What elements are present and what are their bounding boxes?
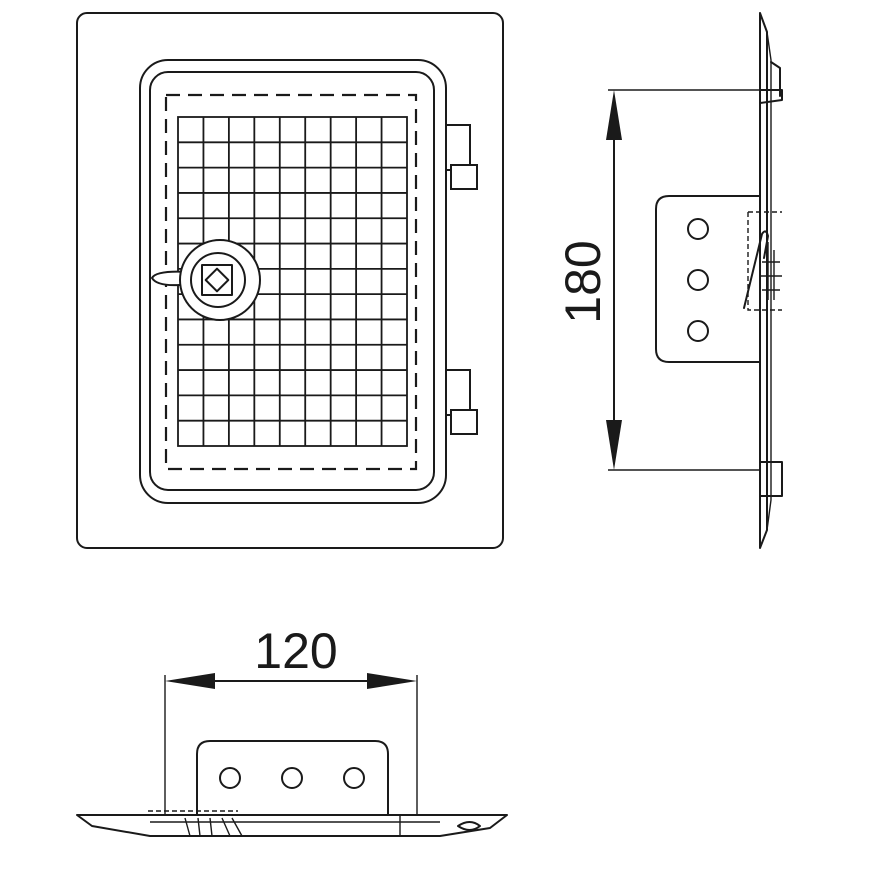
outer-frame [76, 12, 504, 549]
bottom-hole-1 [219, 767, 241, 789]
front-view [76, 12, 504, 549]
side-latch [743, 211, 782, 311]
bottom-hole-3 [343, 767, 365, 789]
bottom-plate [76, 814, 508, 837]
ventilation-grid [177, 116, 408, 447]
side-hole-3 [687, 320, 709, 342]
dimension-width: 120 [165, 623, 417, 689]
side-view: 180 [555, 12, 783, 549]
bottom-bracket [196, 740, 389, 816]
dimension-height-label: 180 [555, 240, 611, 323]
bottom-view: 120 [76, 623, 508, 837]
side-hole-1 [687, 218, 709, 240]
side-hole-2 [687, 269, 709, 291]
door-inner-edge [149, 71, 435, 491]
hinge-top [445, 124, 478, 190]
dimension-width-label: 120 [254, 623, 337, 679]
hinge-bottom [445, 369, 478, 435]
bottom-hole-2 [281, 767, 303, 789]
dimension-height: 180 [555, 90, 622, 470]
side-bracket [655, 195, 761, 363]
side-flange [759, 12, 768, 549]
door-outer-edge [139, 59, 447, 504]
lock-knob [150, 239, 261, 321]
